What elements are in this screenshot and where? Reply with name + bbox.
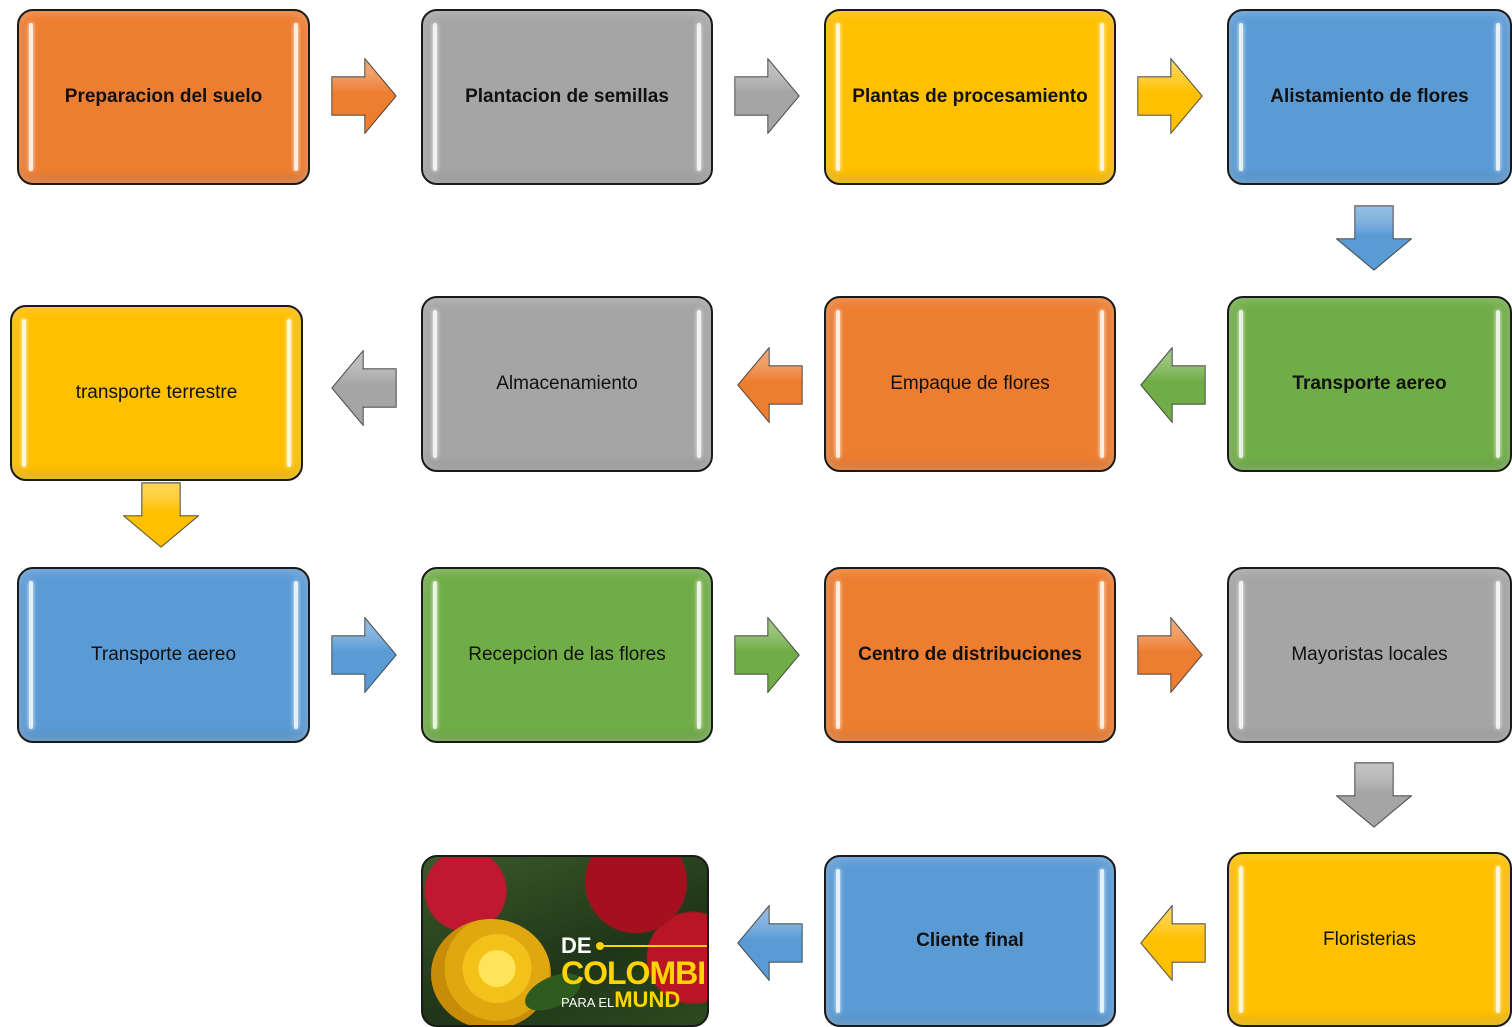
- arrow-left-icon: [331, 350, 397, 426]
- step-label: Floristerias: [1323, 928, 1416, 950]
- step-plantas-de-procesamiento: Plantas de procesamiento: [824, 9, 1116, 185]
- arrow-left-icon: [1140, 347, 1206, 423]
- step-label: Recepcion de las flores: [468, 644, 666, 665]
- image-caption: DE COLOMBI PARA ELMUND: [561, 933, 706, 1012]
- step-plantacion-de-semillas: Plantacion de semillas: [421, 9, 713, 185]
- step-transporte-aereo-1: Transporte aereo: [1227, 296, 1512, 472]
- arrow-right-icon: [1137, 617, 1203, 693]
- step-recepcion-de-las-flores: Recepcion de las flores: [421, 567, 713, 743]
- step-label: Preparacion del suelo: [64, 86, 263, 107]
- step-label: Cliente final: [916, 930, 1024, 951]
- arrow-right-icon: [734, 617, 800, 693]
- arrow-right-icon: [1137, 58, 1203, 134]
- step-label: Plantas de procesamiento: [852, 86, 1088, 107]
- arrow-right-icon: [331, 58, 397, 134]
- step-mayoristas-locales: Mayoristas locales: [1227, 567, 1512, 743]
- step-label: Transporte aereo: [90, 644, 237, 665]
- step-label: Centro de distribuciones: [858, 644, 1082, 665]
- step-label: Transporte aereo: [1292, 373, 1447, 394]
- arrow-down-icon: [1336, 762, 1412, 828]
- yellow-rose-graphic: [431, 919, 551, 1025]
- arrow-down-icon: [123, 482, 199, 548]
- step-label: Alistamiento de flores: [1270, 86, 1469, 107]
- step-empaque-de-flores: Empaque de flores: [824, 296, 1116, 472]
- step-cliente-final: Cliente final: [824, 855, 1116, 1027]
- step-centro-de-distribuciones: Centro de distribuciones: [824, 567, 1116, 743]
- decorative-line: [596, 942, 707, 950]
- image-text-line4: MUND: [614, 987, 681, 1012]
- image-text-line1: DE: [561, 933, 592, 958]
- step-label: Empaque de flores: [890, 373, 1050, 394]
- step-transporte-terrestre: transporte terrestre: [10, 305, 303, 481]
- image-text-line2: COLOMBI: [561, 955, 706, 991]
- step-label: Plantacion de semillas: [465, 86, 669, 107]
- step-preparacion-del-suelo: Preparacion del suelo: [17, 9, 310, 185]
- arrow-right-icon: [734, 58, 800, 134]
- arrow-down-icon: [1336, 205, 1412, 271]
- arrow-right-icon: [331, 617, 397, 693]
- step-floristerias: Floristerias: [1227, 852, 1512, 1027]
- image-text-line3: PARA EL: [561, 995, 615, 1010]
- step-label: transporte terrestre: [75, 382, 238, 403]
- step-label: Mayoristas locales: [1291, 644, 1448, 665]
- step-label: Almacenamiento: [496, 373, 638, 394]
- colombia-flowers-image: DE COLOMBI PARA ELMUND: [421, 855, 709, 1027]
- step-almacenamiento: Almacenamiento: [421, 296, 713, 472]
- step-alistamiento-de-flores: Alistamiento de flores: [1227, 9, 1512, 185]
- arrow-left-icon: [737, 347, 803, 423]
- step-transporte-aereo-2: Transporte aereo: [17, 567, 310, 743]
- arrow-left-icon: [1140, 905, 1206, 981]
- arrow-left-icon: [737, 905, 803, 981]
